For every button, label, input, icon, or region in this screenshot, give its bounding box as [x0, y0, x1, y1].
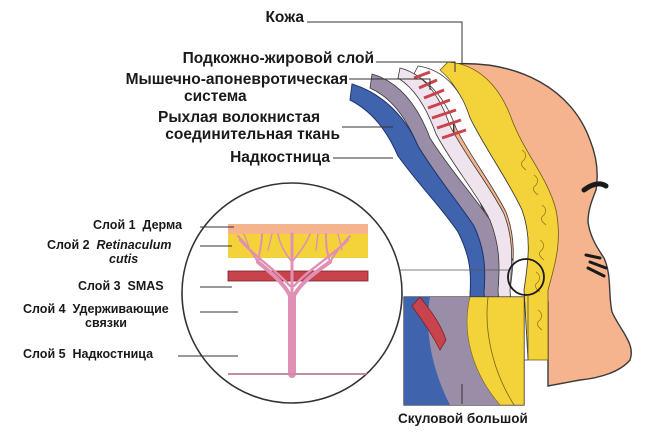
detail-focus-ring — [507, 258, 545, 296]
eyebrow — [581, 181, 609, 193]
layers-detail-circle — [181, 182, 403, 404]
zygomatic-muscle — [411, 297, 447, 351]
smas-stripes — [413, 70, 467, 140]
fat-texture — [521, 149, 547, 331]
layer-3-label: Слой 3 SMAS — [78, 279, 164, 293]
label-skin: Кожа — [265, 9, 304, 26]
layer-5-label: Слой 5 Надкостница — [23, 347, 154, 361]
label-zygomatic: Скуловой большой — [398, 411, 528, 426]
layer-2-label: Слой 2 Retinaculum cutis — [47, 238, 172, 266]
label-periosteum: Надкостница — [230, 149, 330, 166]
zygomatic-inset — [403, 296, 525, 406]
layer-4-label: Слой 4 Удерживающие связки — [23, 302, 169, 330]
layer-1-label: Слой 1 Дерма — [93, 218, 183, 232]
label-smas: Мышечно-апоневротическая система — [125, 71, 348, 105]
label-loose-tissue: Рыхлая волокнистая соединительная ткань — [158, 109, 340, 143]
eyelashes — [584, 253, 608, 278]
smas-band — [227, 270, 369, 282]
retinaculum-branches — [237, 232, 351, 378]
leader-lines — [178, 21, 463, 404]
label-subcutaneous-fat: Подкожно-жировой слой — [182, 50, 374, 67]
